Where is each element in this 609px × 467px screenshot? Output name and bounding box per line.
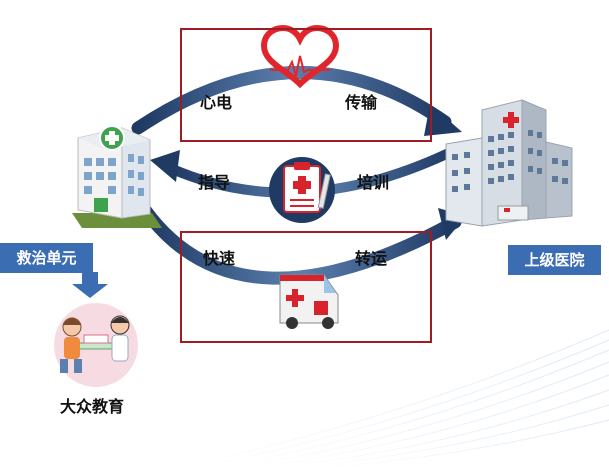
education-scene-icon xyxy=(54,303,138,387)
label-transfer: 转运 xyxy=(355,249,388,268)
rescue-unit-label: 救治单元 xyxy=(0,243,93,273)
clinic-building-icon xyxy=(72,125,162,228)
background-wave xyxy=(179,329,609,467)
ecg-transmit-frame xyxy=(180,28,432,142)
label-fast: 快速 xyxy=(203,249,236,268)
heart-ecg-icon xyxy=(260,24,340,89)
label-guide: 指导 xyxy=(198,173,231,192)
clipboard-icon xyxy=(269,157,335,223)
down-arrow-icon xyxy=(72,272,108,298)
upper-hospital-label: 上级医院 xyxy=(508,245,601,275)
label-ecg: 心电 xyxy=(200,93,233,112)
ambulance-icon xyxy=(279,274,339,329)
fast-transfer-frame xyxy=(180,231,432,343)
label-public-education: 大众教育 xyxy=(60,397,125,416)
hospital-building-icon xyxy=(445,99,573,227)
label-train: 培训 xyxy=(357,173,390,192)
label-transmit: 传输 xyxy=(345,93,378,112)
